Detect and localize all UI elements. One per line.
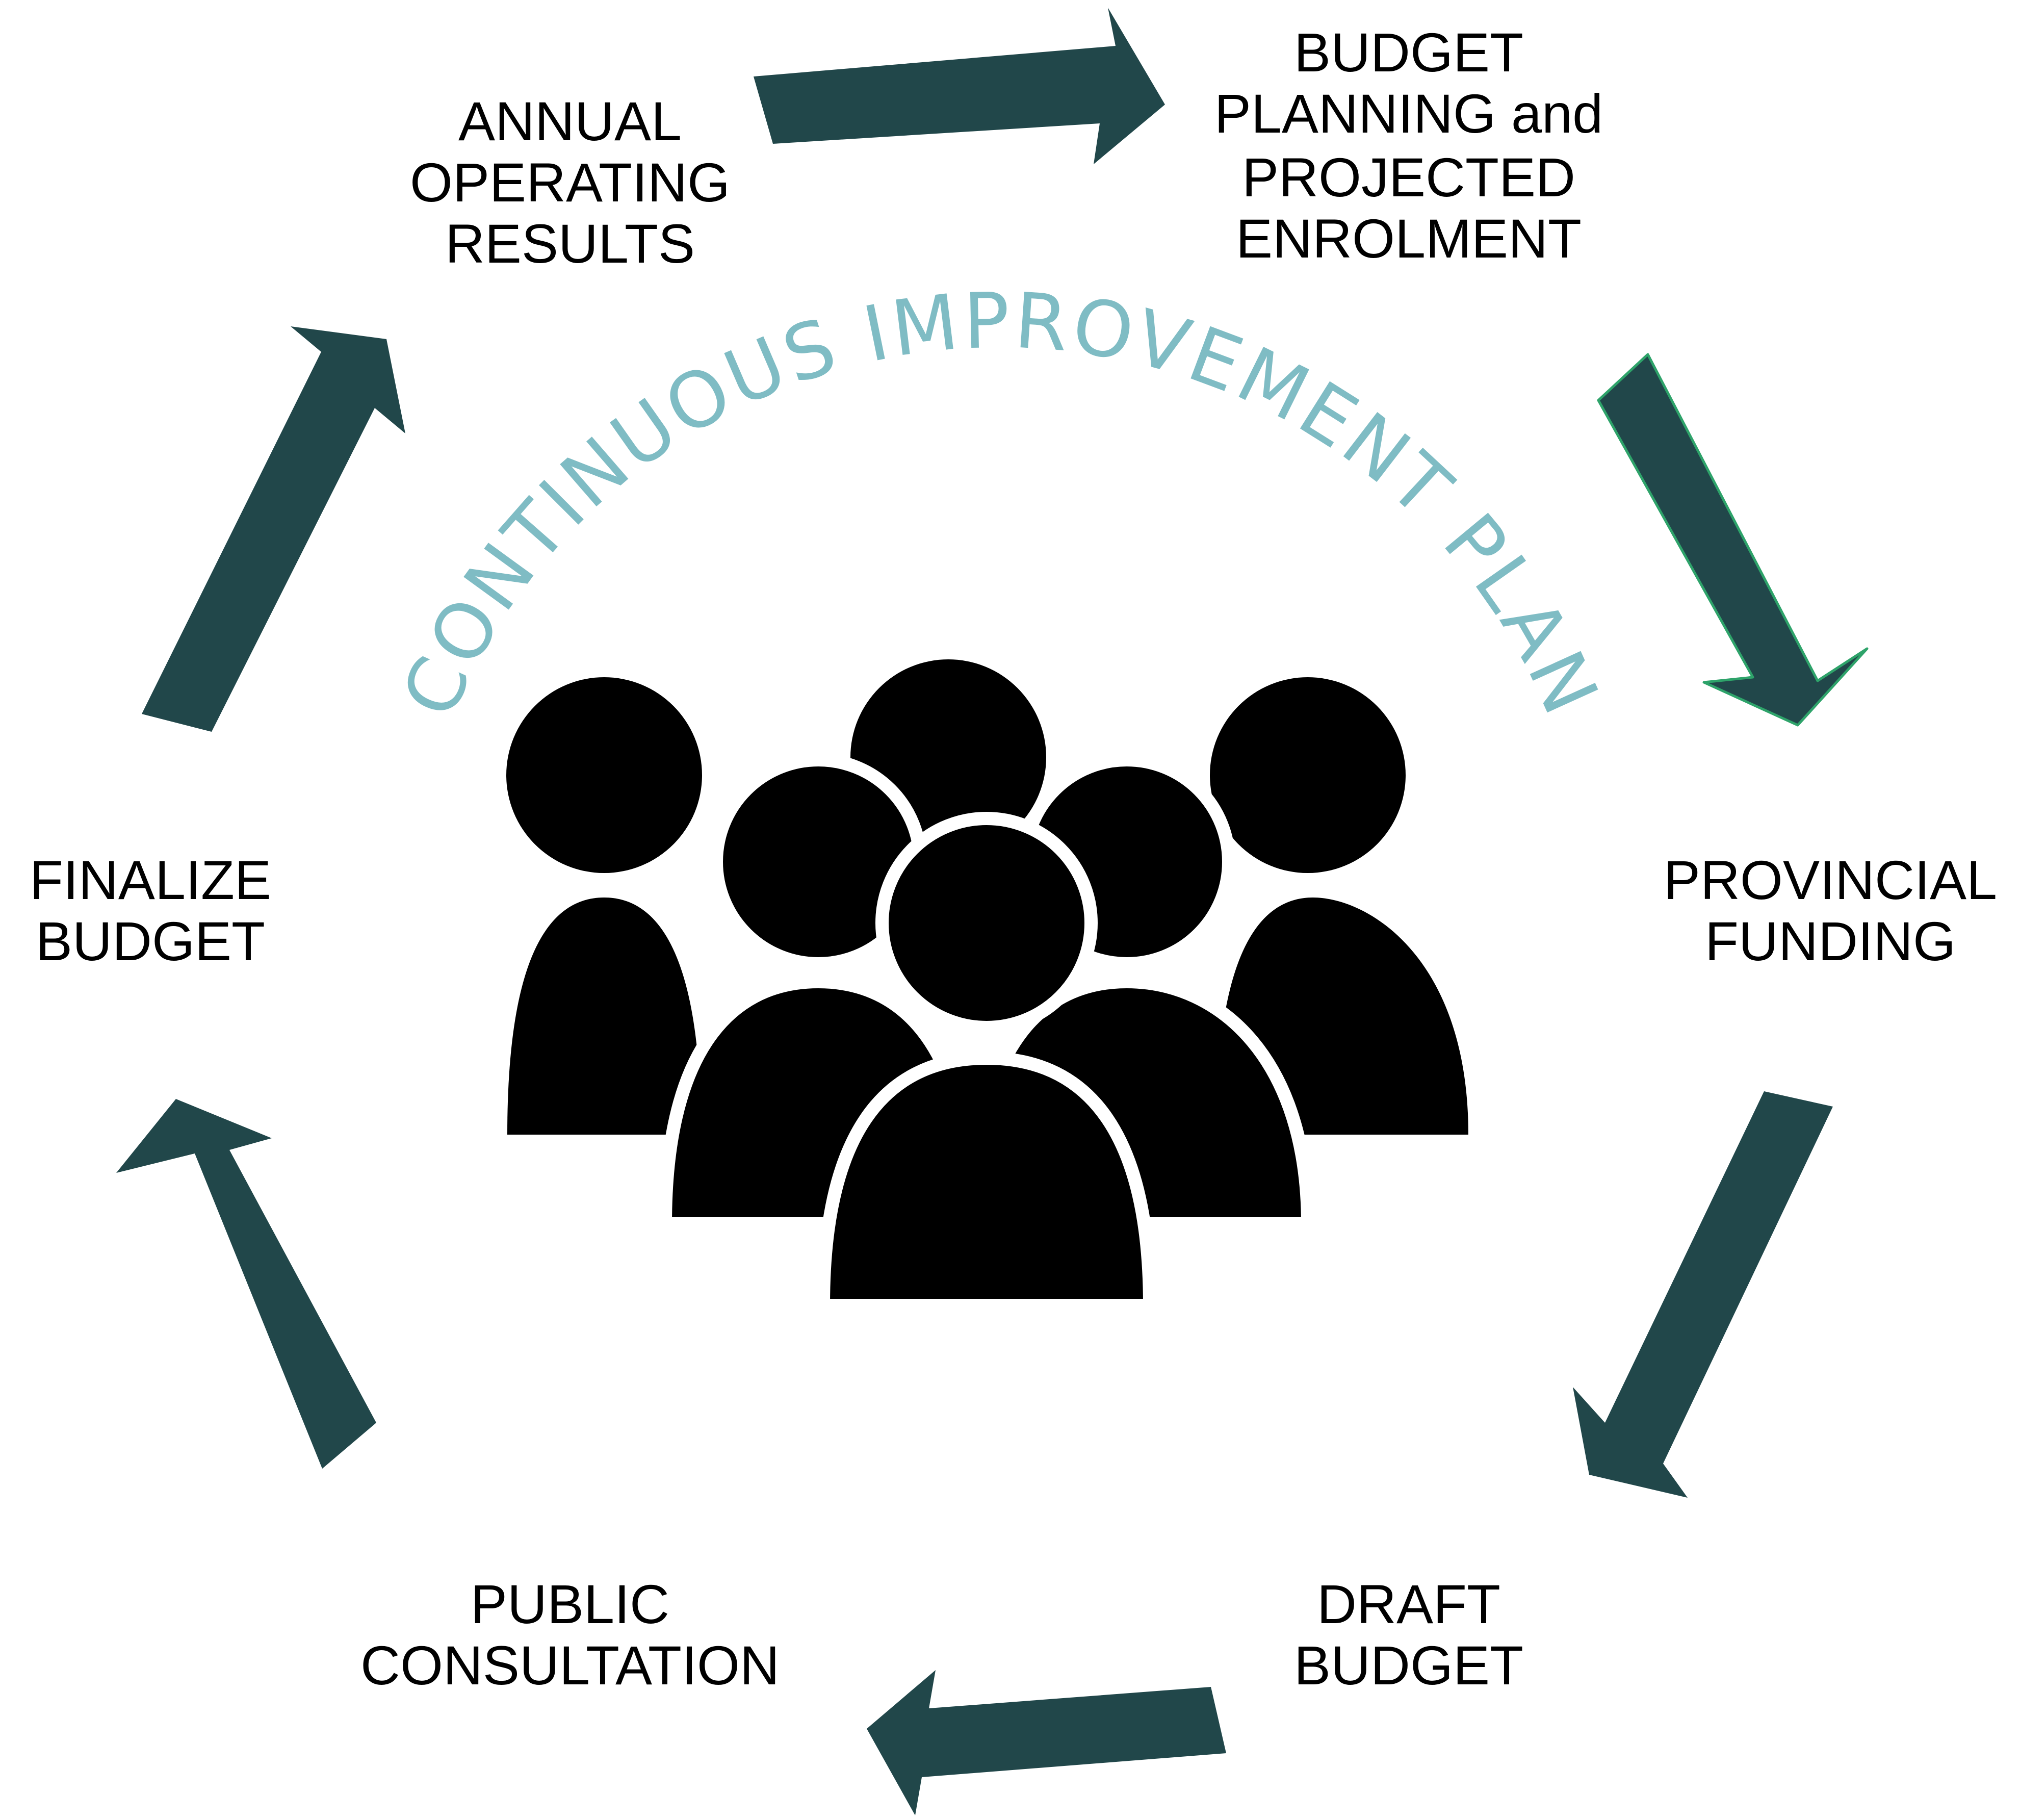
- arrow-annual-to-budget-planning: [754, 8, 1165, 164]
- diagram-title: CONTINUOUS IMPROVEMENT PLAN: [385, 276, 1616, 730]
- group-of-people-icon: [506, 659, 1468, 1312]
- step-label-line: CONSULTATION: [360, 1634, 780, 1696]
- step-label-line: ENROLMENT: [1236, 208, 1582, 269]
- step-budget-planning-projected-enrolment: BUDGET PLANNING and PROJECTED ENROLMENT: [1214, 21, 1603, 269]
- step-public-consultation: PUBLIC CONSULTATION: [360, 1573, 780, 1696]
- step-label-line: FINALIZE: [30, 849, 271, 911]
- step-label-line: PLANNING and: [1214, 83, 1603, 144]
- step-label-line: ANNUAL: [458, 90, 682, 152]
- step-label-line: OPERATING: [410, 151, 730, 213]
- arrow-public-consultation-to-finalize-budget: [116, 1099, 376, 1469]
- cycle-arrows: [116, 8, 1869, 1815]
- arrow-budget-planning-to-provincial-funding: [1597, 353, 1869, 727]
- step-label-line: BUDGET: [36, 910, 265, 972]
- step-label-line: PUBLIC: [471, 1573, 669, 1635]
- step-label-line: FUNDING: [1705, 910, 1956, 972]
- step-label-line: PROJECTED: [1242, 146, 1575, 208]
- step-label-line: BUDGET: [1294, 1634, 1523, 1696]
- step-provincial-funding: PROVINCIAL FUNDING: [1664, 849, 1997, 972]
- step-draft-budget: DRAFT BUDGET: [1294, 1573, 1523, 1696]
- step-label-line: DRAFT: [1317, 1573, 1500, 1635]
- arrow-finalize-budget-to-annual-results: [142, 326, 405, 732]
- step-annual-operating-results: ANNUAL OPERATING RESULTS: [410, 90, 730, 274]
- step-label-line: PROVINCIAL: [1664, 849, 1997, 911]
- arrow-provincial-funding-to-draft-budget: [1573, 1091, 1833, 1498]
- step-label-line: BUDGET: [1294, 21, 1523, 83]
- step-finalize-budget: FINALIZE BUDGET: [30, 849, 271, 972]
- step-label-line: RESULTS: [445, 213, 695, 274]
- arrow-draft-budget-to-public-consultation: [867, 1670, 1226, 1815]
